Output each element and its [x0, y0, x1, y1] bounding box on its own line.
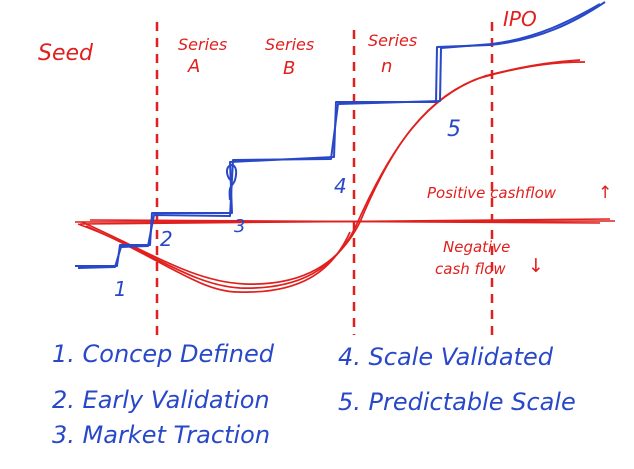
step-marker-5: 5 [447, 117, 461, 142]
break-even-line [74, 218, 616, 225]
legend-item-4: 4. Scale Validated [338, 343, 554, 371]
step-marker-4: 4 [334, 174, 347, 198]
stage-label-series-b-line1: Series [265, 35, 314, 54]
step-markers: 1 2 3 4 5 [114, 117, 461, 301]
stage-dividers [155, 22, 494, 335]
negative-cashflow-label-line1: Negative [443, 238, 510, 256]
step-marker-2: 2 [160, 227, 173, 251]
stage-label-series-a-line1: Series [178, 35, 227, 54]
cash-flow-annotations: Positive cashflow ↑ Negative cash flow ↓ [427, 183, 612, 278]
staircase-wobble [226, 164, 238, 201]
stage-labels: Seed Series A Series B Series n IPO [38, 7, 537, 79]
negative-cashflow-arrow: ↓ [528, 255, 544, 277]
step-marker-1: 1 [114, 277, 127, 301]
negative-cashflow-label-line2: cash flow [435, 260, 506, 278]
stage-label-series-n-line1: Series [368, 31, 417, 50]
step-marker-3: 3 [234, 216, 245, 237]
stage-label-ipo: IPO [503, 7, 537, 31]
stage-label-series-b-line2: B [283, 58, 295, 79]
legend-item-3: 3. Market Traction [52, 421, 270, 449]
staircase-stroke-1 [75, 1, 606, 267]
positive-cashflow-label: Positive cashflow [427, 184, 557, 202]
legend: 1. Concep Defined 2. Early Validation 3.… [52, 340, 576, 449]
legend-item-2: 2. Early Validation [52, 386, 270, 414]
legend-item-5: 5. Predictable Scale [338, 388, 576, 416]
stage-label-series-a-line2: A [187, 56, 200, 77]
positive-cashflow-arrow: ↑ [598, 183, 612, 203]
value-staircase [75, 1, 606, 269]
stage-label-series-n-line2: n [381, 56, 392, 77]
cash-curve-stroke-2 [81, 59, 581, 285]
cash-curve-stroke-3 [85, 225, 351, 293]
staircase-stroke-2 [77, 3, 601, 269]
cash-flow-curve [77, 59, 586, 293]
legend-item-1: 1. Concep Defined [52, 340, 275, 368]
stage-label-seed: Seed [38, 41, 94, 66]
baseline-stroke-3 [89, 219, 601, 224]
